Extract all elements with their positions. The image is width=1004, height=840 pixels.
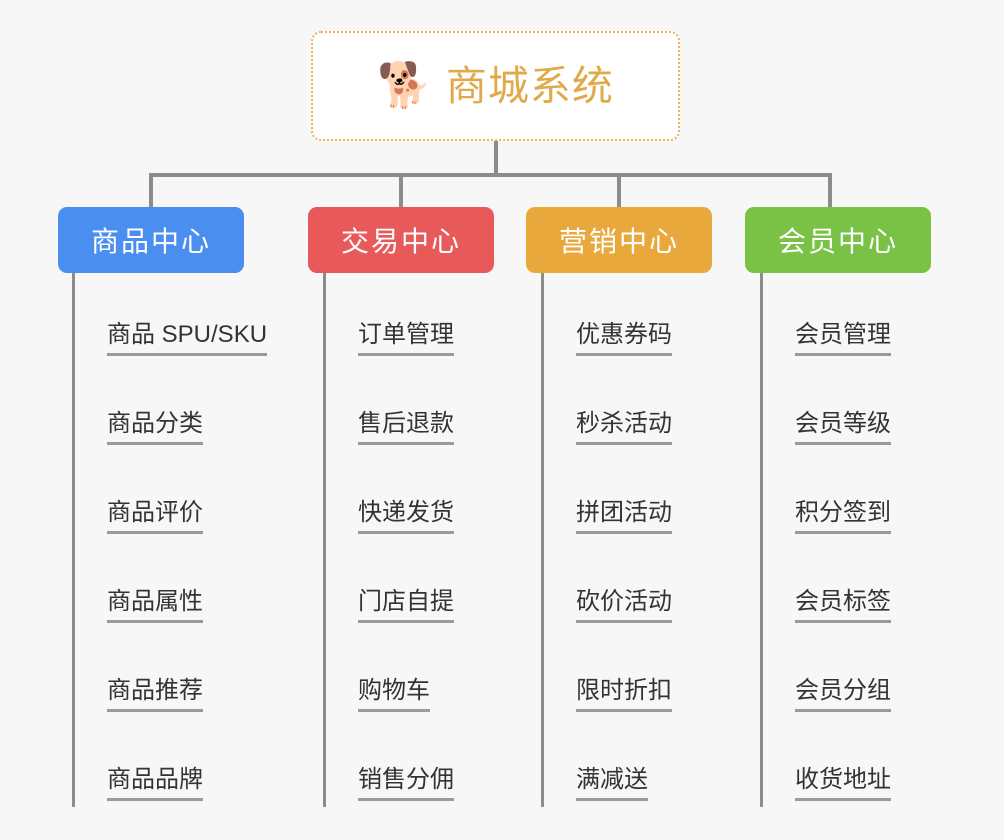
leaf-item[interactable]: 满减送 (576, 718, 672, 807)
branch-header-4[interactable]: 会员中心 (745, 207, 931, 273)
branch-spine-1 (72, 273, 75, 807)
leaf-item-label: 快递发货 (358, 499, 454, 534)
leaf-item[interactable]: 快递发货 (358, 451, 454, 540)
branch-header-label-4: 会员中心 (777, 226, 898, 257)
branch-spine-3 (541, 273, 544, 807)
branch-header-1[interactable]: 商品中心 (58, 207, 244, 273)
leaf-item[interactable]: 优惠券码 (576, 273, 672, 362)
leaf-item[interactable]: 限时折扣 (576, 629, 672, 718)
leaf-item-label: 订单管理 (358, 321, 454, 356)
leaf-item-label: 商品评价 (107, 499, 203, 534)
branch-drop-connector-3 (617, 173, 621, 209)
branch-spine-2 (323, 273, 326, 807)
leaf-item[interactable]: 订单管理 (358, 273, 454, 362)
leaf-item[interactable]: 会员管理 (795, 273, 891, 362)
branch-drop-connector-2 (399, 173, 403, 209)
root-node[interactable]: 🐕 商城系统 (311, 31, 680, 141)
branch-drop-connector-1 (149, 173, 153, 209)
branch-header-3[interactable]: 营销中心 (526, 207, 712, 273)
leaf-item-label: 收货地址 (795, 766, 891, 801)
leaf-item-label: 门店自提 (358, 588, 454, 623)
leaf-item[interactable]: 售后退款 (358, 362, 454, 451)
leaf-item[interactable]: 收货地址 (795, 718, 891, 807)
leaf-item-label: 商品 SPU/SKU (107, 321, 268, 356)
leaf-item[interactable]: 商品分类 (107, 362, 267, 451)
leaf-item[interactable]: 砍价活动 (576, 540, 672, 629)
leaf-item-label: 会员分组 (795, 677, 891, 712)
leaf-item-label: 会员等级 (795, 410, 891, 445)
leaf-item-label: 优惠券码 (576, 321, 672, 356)
branch-drop-connector-4 (828, 173, 832, 209)
leaf-item[interactable]: 商品 SPU/SKU (107, 273, 268, 362)
branch-header-label-2: 交易中心 (340, 226, 461, 257)
leaf-item-label: 售后退款 (358, 410, 454, 445)
leaf-item[interactable]: 会员分组 (795, 629, 891, 718)
branch-spine-4 (760, 273, 763, 807)
leaf-item-label: 销售分佣 (358, 766, 454, 801)
leaf-item-label: 限时折扣 (576, 677, 672, 712)
leaf-list-2: 订单管理 售后退款 快递发货 门店自提 购物车 销售分佣 (358, 273, 454, 807)
leaf-item[interactable]: 商品评价 (107, 451, 267, 540)
leaf-item[interactable]: 商品推荐 (107, 629, 267, 718)
leaf-item-label: 砍价活动 (576, 588, 672, 623)
root-title: 商城系统 (445, 62, 614, 109)
leaf-list-3: 优惠券码 秒杀活动 拼团活动 砍价活动 限时折扣 满减送 (576, 273, 672, 807)
leaf-item[interactable]: 积分签到 (795, 451, 891, 540)
leaf-item-label: 秒杀活动 (576, 410, 672, 445)
leaf-item-label: 会员标签 (795, 588, 891, 623)
leaf-item[interactable]: 秒杀活动 (576, 362, 672, 451)
leaf-item-label: 商品属性 (107, 588, 203, 623)
leaf-item[interactable]: 会员标签 (795, 540, 891, 629)
leaf-item-label: 拼团活动 (576, 499, 672, 534)
trunk-horizontal-connector (149, 173, 832, 177)
leaf-item-label: 商品分类 (107, 410, 203, 445)
leaf-item[interactable]: 拼团活动 (576, 451, 672, 540)
trunk-vertical-connector (494, 141, 498, 177)
branch-header-label-3: 营销中心 (558, 226, 679, 257)
leaf-list-1: 商品 SPU/SKU 商品分类 商品评价 商品属性 商品推荐 商品品牌 (107, 273, 268, 807)
leaf-item-label: 满减送 (576, 766, 648, 801)
leaf-item[interactable]: 商品品牌 (107, 718, 267, 807)
branch-header-label-1: 商品中心 (90, 226, 211, 257)
leaf-item[interactable]: 门店自提 (358, 540, 454, 629)
leaf-item[interactable]: 会员等级 (795, 362, 891, 451)
shiba-dog-face-icon: 🐕 (377, 61, 432, 110)
leaf-item-label: 积分签到 (795, 499, 891, 534)
leaf-item-label: 会员管理 (795, 321, 891, 356)
leaf-item-label: 商品品牌 (107, 766, 203, 801)
leaf-item-label: 购物车 (358, 677, 430, 712)
branch-header-2[interactable]: 交易中心 (308, 207, 494, 273)
leaf-item[interactable]: 购物车 (358, 629, 454, 718)
leaf-item[interactable]: 商品属性 (107, 540, 267, 629)
leaf-item-label: 商品推荐 (107, 677, 203, 712)
leaf-list-4: 会员管理 会员等级 积分签到 会员标签 会员分组 收货地址 (795, 273, 891, 807)
leaf-item[interactable]: 销售分佣 (358, 718, 454, 807)
